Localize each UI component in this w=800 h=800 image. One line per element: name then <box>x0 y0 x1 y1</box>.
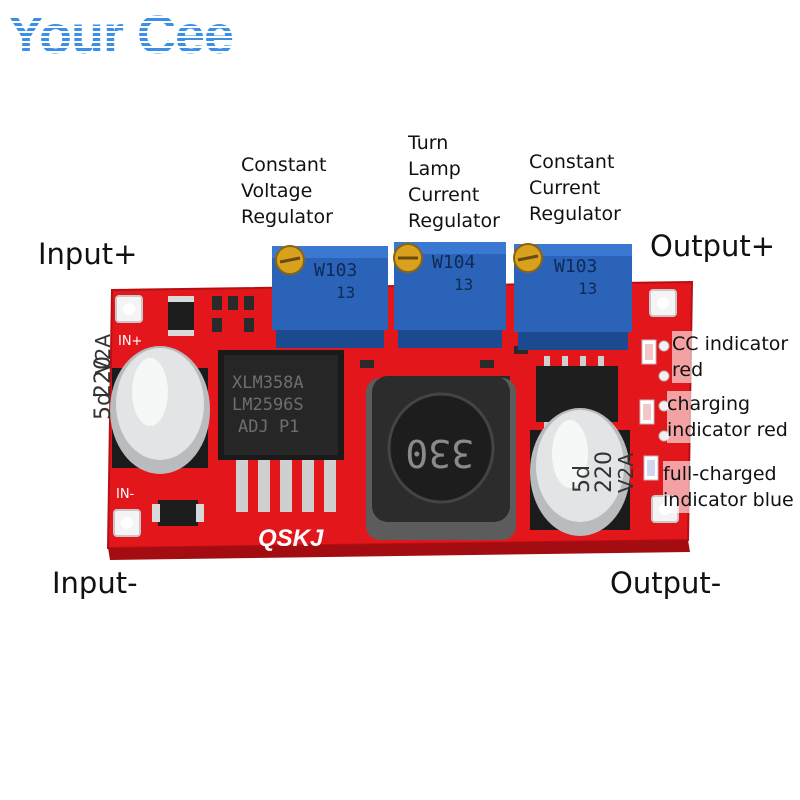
label-input-minus: Input- <box>52 566 138 600</box>
capacitor-right-text-1: 220 <box>592 451 617 493</box>
pot-right-code: W103 <box>554 256 597 277</box>
silk-in-minus: IN- <box>116 487 135 502</box>
label-input-plus: Input+ <box>38 237 138 271</box>
pot-left-code: W103 <box>314 260 357 281</box>
chip-text-1: XLM358A <box>232 373 304 393</box>
label-full-charged-indicator: full-charged indicator blue <box>663 461 794 513</box>
diode-bottom <box>158 500 198 526</box>
led-cc <box>641 339 657 365</box>
brand-logo-text: Your Cee <box>8 5 234 65</box>
svg-text:220: 220 <box>592 451 617 493</box>
label-turn-lamp-current-regulator: Turn Lamp Current Regulator <box>408 132 500 232</box>
pot-right: W103 13 <box>513 243 632 350</box>
label-output-minus: Output- <box>610 566 722 600</box>
pot-right-sub: 13 <box>578 279 597 298</box>
pot-mid-code: W104 <box>432 252 475 273</box>
svg-text:V2A: V2A <box>91 334 115 374</box>
silk-in-plus: IN+ <box>118 334 142 349</box>
pot-left: W103 13 <box>272 245 388 348</box>
capacitor-right-text-3: V2A <box>614 453 638 493</box>
label-cc-indicator: CC indicator red <box>672 331 789 383</box>
label-constant-voltage-regulator: Constant Voltage Regulator <box>241 154 333 228</box>
diode-top <box>168 296 194 336</box>
label-constant-current-regulator: Constant Current Regulator <box>529 151 621 225</box>
pcb-logo: QSKJ <box>258 525 324 552</box>
capacitor-left-text-3: V2A <box>91 334 115 374</box>
capacitor-left: 5d 220 V2A <box>91 334 210 474</box>
capacitor-right-text-2: 5d <box>570 465 595 493</box>
chip-text-3: ADJ P1 <box>238 417 299 437</box>
capacitor-right: 5d 220 V2A <box>530 408 638 536</box>
capacitor-left-text-2: 5d <box>91 392 116 420</box>
regulator-chip: XLM358A LM2596S ADJ P1 <box>218 350 344 512</box>
pot-mid-sub: 13 <box>454 275 473 294</box>
label-charging-indicator: charging indicator red <box>667 391 788 443</box>
svg-text:5d: 5d <box>570 465 595 493</box>
led-full <box>643 455 659 481</box>
led-charging <box>639 399 655 425</box>
svg-text:5d: 5d <box>91 392 116 420</box>
svg-text:V2A: V2A <box>614 453 638 493</box>
inductor: 330 <box>366 376 516 540</box>
inductor-label: 330 <box>405 431 474 475</box>
chip-text-2: LM2596S <box>232 395 304 415</box>
svg-text:220: 220 <box>91 356 116 398</box>
pot-left-sub: 13 <box>336 283 355 302</box>
capacitor-left-text-1: 220 <box>91 356 116 398</box>
pot-mid: W104 13 <box>393 242 506 348</box>
label-output-plus: Output+ <box>650 229 776 263</box>
